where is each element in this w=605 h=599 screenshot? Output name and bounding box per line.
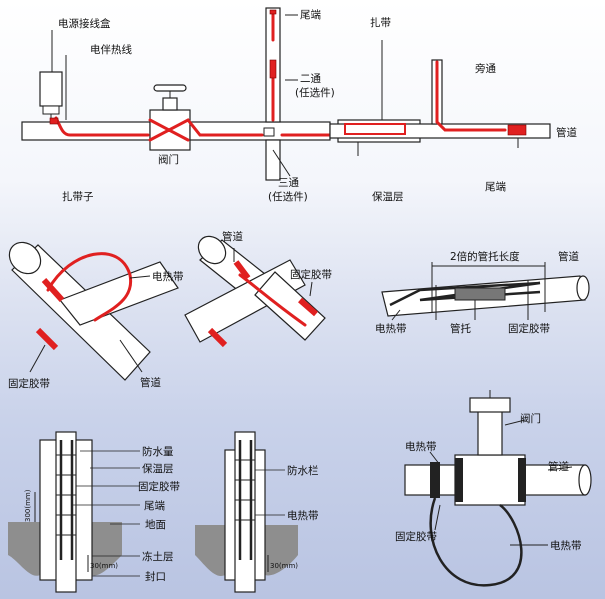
label-seal: 封口 — [145, 570, 166, 583]
heating-cable-line — [54, 116, 332, 142]
label-water-bar: 防水栏 — [287, 464, 319, 477]
label-heat-tape-bm: 电热带 — [287, 509, 319, 522]
label-heat-tape-a: 电热带 — [152, 270, 184, 283]
label-double-length: 2倍的管托长度 — [450, 250, 520, 263]
two-way-connector — [269, 59, 277, 79]
label-tail-end-bl: 尾端 — [144, 499, 165, 512]
label-heating-cable: 电伴热线 — [90, 43, 132, 56]
pipe-branch-b — [254, 271, 326, 341]
power-box — [39, 71, 63, 107]
main-pipe-left — [21, 121, 151, 141]
label-bypass: 旁通 — [475, 62, 496, 75]
valve-handwheel — [153, 84, 187, 92]
label-frost: 冻土层 — [142, 550, 174, 563]
label-tail-end-top: 尾端 — [300, 8, 321, 21]
label-fix-tape-b: 固定胶带 — [290, 268, 332, 281]
label-fix-tape-c: 固定胶带 — [508, 322, 550, 335]
label-fix-tape-bl: 固定胶带 — [138, 480, 180, 493]
label-pipe-br: 管道 — [548, 460, 569, 473]
label-insulation: 保温层 — [372, 190, 404, 203]
heat-tape-loop-a — [46, 252, 133, 322]
label-heat-tape-br: 电热带 — [405, 440, 437, 453]
bottom-panel-right — [404, 390, 592, 587]
label-fix-tape-a: 固定胶带 — [8, 377, 50, 390]
top-panel — [21, 7, 551, 181]
label-tail-end-right: 尾端 — [485, 180, 506, 193]
bottom-panel-middle — [195, 431, 298, 593]
heat-tape-loop-br — [429, 497, 523, 587]
label-strap-top: 扎带 — [370, 16, 391, 29]
power-box-base — [42, 105, 60, 115]
label-three-way-optional: (任选件) — [268, 190, 308, 203]
main-pipe-middle — [189, 121, 331, 141]
label-ground: 地面 — [145, 518, 166, 531]
pipe-branch-a — [59, 261, 179, 326]
mid-panel-b — [184, 235, 326, 348]
pipe-support-block — [454, 287, 506, 301]
label-pipe-top: 管道 — [556, 126, 577, 139]
label-dim-300: 300(mm) — [24, 489, 32, 522]
mid-panel-c — [381, 262, 590, 321]
label-valve-br: 阀门 — [520, 412, 541, 425]
label-two-way-optional: (任选件) — [295, 86, 335, 99]
label-pipe-b: 管道 — [222, 230, 243, 243]
top-leaders — [51, 14, 298, 177]
label-dim-30b: 30(mm) — [270, 562, 298, 570]
label-two-way: 二通 — [300, 73, 321, 85]
label-valve-top: 阀门 — [158, 153, 179, 166]
mid-panel-a — [8, 241, 179, 381]
label-pipe-a: 管道 — [140, 376, 161, 389]
label-waterproof: 防水量 — [142, 445, 174, 458]
label-pipe-c: 管道 — [558, 250, 579, 263]
label-dim-30a: 30(mm) — [90, 562, 118, 570]
label-fix-tape-br: 固定胶带 — [395, 530, 437, 543]
label-three-way: 三通 — [278, 177, 299, 189]
label-heat-tape-c: 电热带 — [375, 322, 407, 335]
label-strap-tie: 扎带子 — [62, 190, 94, 203]
label-insulation-bl: 保温层 — [142, 462, 174, 475]
label-power-box: 电源接线盒 — [58, 17, 111, 30]
valve-body-br — [454, 454, 526, 506]
label-pipe-support: 管托 — [450, 322, 471, 335]
tail-end-cap — [507, 124, 527, 136]
bottom-panel-left — [8, 431, 140, 593]
label-heat-tape-br2: 电热带 — [550, 539, 582, 552]
